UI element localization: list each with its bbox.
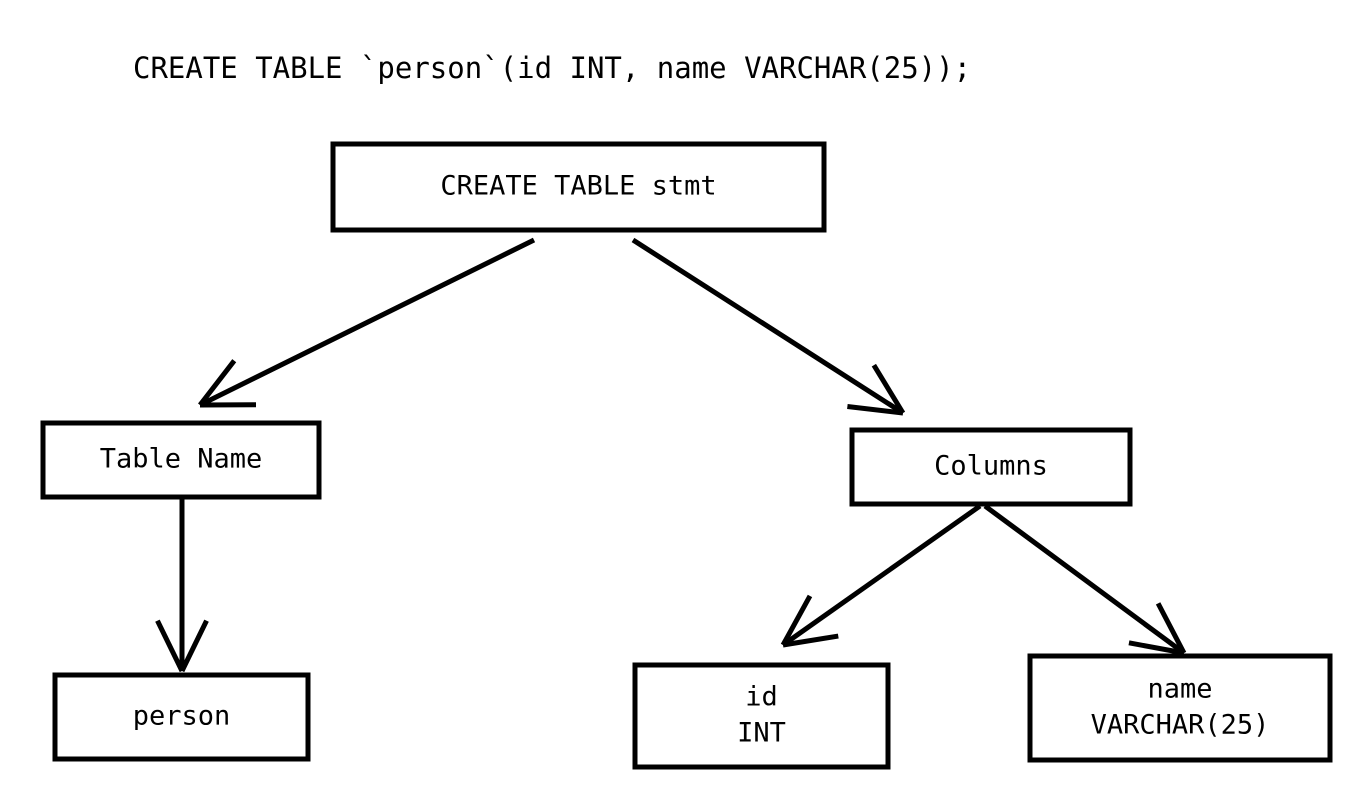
arrowhead-barb-left (847, 404, 904, 416)
node-label-line: name (1147, 674, 1212, 705)
sql-statement-caption: CREATE TABLE `person`(id INT, name VARCH… (133, 51, 971, 85)
edge-columns-to-col-id (780, 503, 982, 648)
node-table-name[interactable]: Table Name (40, 420, 322, 500)
node-label-line: VARCHAR(25) (1091, 710, 1270, 741)
edge-columns-to-col-name (983, 503, 1187, 656)
arrowhead-barb-right (871, 363, 906, 415)
edge-line (631, 237, 905, 416)
node-columns[interactable]: Columns (849, 427, 1133, 507)
edge-line (983, 503, 1186, 656)
node-box (849, 427, 1133, 507)
edge-table-name-to-person (155, 499, 209, 673)
node-label-line: Columns (934, 451, 1048, 482)
node-label-line: id (745, 682, 778, 713)
node-label-line: person (133, 701, 231, 732)
arrowhead-barb-left (155, 619, 185, 673)
node-root[interactable]: CREATE TABLE stmt (330, 141, 827, 233)
node-person[interactable]: person (52, 672, 311, 762)
arrowhead-barb-right (782, 633, 839, 648)
node-box (1027, 653, 1333, 763)
edges-layer (155, 237, 1187, 673)
node-box (40, 420, 322, 500)
node-box (330, 141, 827, 233)
edge-root-to-table-name (198, 237, 536, 408)
node-label-line: Table Name (100, 444, 263, 475)
edge-line (198, 237, 536, 408)
node-label-line: INT (737, 718, 786, 749)
edge-root-to-columns (631, 237, 906, 416)
arrowhead-barb-left (780, 594, 813, 647)
arrowhead-barb-left (1128, 640, 1185, 656)
arrowhead-barb-right (179, 619, 209, 673)
node-label-line: CREATE TABLE stmt (440, 171, 716, 202)
node-box (52, 672, 311, 762)
edge-line (781, 503, 982, 648)
node-box (632, 662, 891, 770)
arrowhead-barb-left (198, 359, 237, 407)
arrowhead-barb-right (1155, 602, 1187, 655)
